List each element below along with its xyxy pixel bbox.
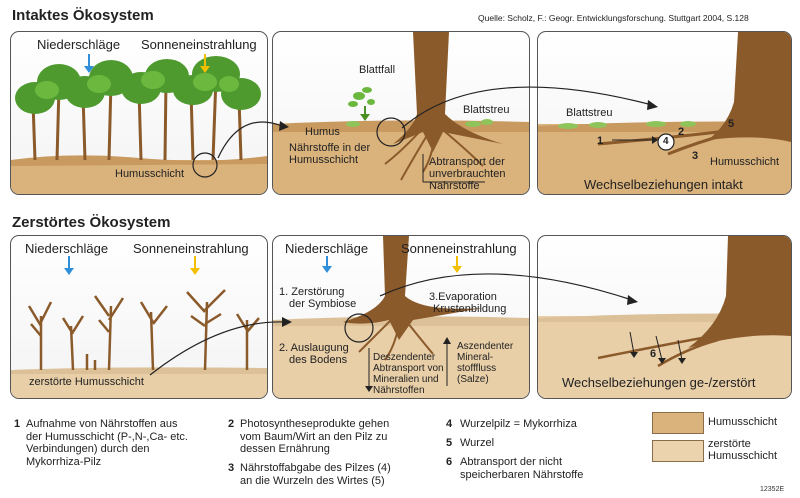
legend-item-2: Photosyntheseprodukte gehen vom Baum/Wir… xyxy=(240,418,389,456)
label-step3-a: 3.Evaporation xyxy=(429,291,497,303)
title-destroyed: Zerstörtes Ökosystem xyxy=(12,214,171,231)
destroyed-roots-illustration xyxy=(538,236,791,398)
legend-1-line-1: Aufnahme von Nährstoffen aus xyxy=(26,418,178,430)
label-step2-b: des Bodens xyxy=(289,354,348,366)
panel-destroyed-forest: Niederschläge Sonneneinstrahlung zerstör… xyxy=(10,235,268,399)
label-desc-3: Mineralien und xyxy=(373,374,439,385)
legend-3-line-1: Nährstoffabgabe des Pilzes (4) xyxy=(240,462,391,474)
marker-1: 1 xyxy=(597,135,604,147)
label-transport-3: Nährstoffe xyxy=(429,180,480,192)
title-intact: Intaktes Ökosystem xyxy=(12,7,154,24)
legend-2-line-1: Photosyntheseprodukte gehen xyxy=(240,418,390,430)
legend-1-line-4: Mykorrhiza-Pilz xyxy=(26,455,102,468)
legend-num-1: 1 xyxy=(14,418,21,430)
legend-2-line-2: vom Baum/Wirt an den Pilz zu xyxy=(240,430,388,443)
destroyed-tree-illustration xyxy=(273,236,529,398)
intact-roots-illustration xyxy=(538,32,791,194)
legend-num-3: 3 xyxy=(228,462,235,474)
panel-destroyed-roots: 6 Wechselbeziehungen ge-/zerstört xyxy=(537,235,792,399)
legend-1-line-3: Verbindungen) durch den xyxy=(26,443,150,455)
intact-forest-illustration xyxy=(11,54,267,194)
label-transport-1: Abtransport der xyxy=(429,156,505,168)
legend-item-3: Nährstoffabgabe des Pilzes (4) an die Wu… xyxy=(240,462,391,487)
panel-intact-roots: Blattstreu 1 2 3 4 5 Humusschicht Wechse… xyxy=(537,31,792,195)
label-sunlight: Sonneneinstrahlung xyxy=(141,37,257,52)
label-destroyed-humus: zerstörte Humusschicht xyxy=(29,376,144,388)
legend-num-5: 5 xyxy=(446,437,453,449)
label-precipitation: Niederschläge xyxy=(37,37,121,52)
label-humus: Humus xyxy=(305,126,340,138)
legend-item-6: Abtransport der nicht speicherbaren Nähr… xyxy=(460,456,583,481)
marker-3: 3 xyxy=(692,150,699,162)
label-asc-4: (Salze) xyxy=(457,374,489,385)
label-desc-4: Nährstoffen xyxy=(373,385,425,396)
label-asc-2: Mineral- xyxy=(457,352,494,363)
label-nutrients-2: Humusschicht xyxy=(289,154,359,166)
label-sunlight-d: Sonneneinstrahlung xyxy=(133,241,249,256)
legend-6-line-1: Abtransport der nicht xyxy=(460,456,563,468)
label-sunlight-d2: Sonneneinstrahlung xyxy=(401,241,517,256)
label-step2-a: 2. Auslaugung xyxy=(279,342,349,354)
legend-num-2: 2 xyxy=(228,418,235,430)
legend-num-6: 6 xyxy=(446,456,453,468)
label-desc-1: Deszendenter xyxy=(373,352,436,363)
legend-item-5: Wurzel xyxy=(460,437,494,450)
panel-intact-tree: Blattfall Blattstreu Humus Nährstoffe in… xyxy=(272,31,530,195)
label-humus-layer: Humusschicht xyxy=(115,168,185,180)
label-leaffall: Blattfall xyxy=(359,64,396,76)
label-desc-2: Abtransport von xyxy=(373,363,444,374)
legend-1-line-2: der Humusschicht (P-,N-,Ca- etc. xyxy=(26,430,188,443)
marker-5: 5 xyxy=(728,118,735,130)
label-step1-a: 1. Zerstörung xyxy=(279,286,345,298)
label-transport-2: unverbrauchten xyxy=(429,168,506,180)
label-step1-b: der Symbiose xyxy=(289,298,357,310)
legend-4-line-1: Wurzelpilz = Mykorrhiza xyxy=(460,418,577,430)
marker-6: 6 xyxy=(650,348,657,360)
swatch-humus xyxy=(652,412,704,434)
label-precipitation-d2: Niederschläge xyxy=(285,241,369,256)
label-step3-b: Krustenbildung xyxy=(433,303,507,315)
status-intact: Wechselbeziehungen intakt xyxy=(584,177,743,192)
legend-5-line-1: Wurzel xyxy=(460,437,495,449)
source-note: Quelle: Scholz, F.: Geogr. Entwicklungsf… xyxy=(478,13,749,23)
label-nutrients-1: Nährstoffe in der xyxy=(289,142,371,154)
legend-6-line-2: speicherbaren Nährstoffe xyxy=(460,468,584,481)
panel-destroyed-tree: Niederschläge Sonneneinstrahlung 1. Zers… xyxy=(272,235,530,399)
legend-item-4: Wurzelpilz = Mykorrhiza xyxy=(460,418,577,431)
label-litter: Blattstreu xyxy=(463,104,510,116)
legend-num-4: 4 xyxy=(446,418,453,430)
legend-item-1: Aufnahme von Nährstoffen aus der Humussc… xyxy=(26,418,188,468)
swatch-destroyed-humus xyxy=(652,440,704,462)
legend-2-line-3: dessen Ernährung xyxy=(240,443,330,455)
figure-code: 12352E xyxy=(760,486,785,493)
legend-swatch-humus: Humusschicht xyxy=(708,416,778,428)
status-destroyed: Wechselbeziehungen ge-/zerstört xyxy=(562,375,756,390)
legend-3-line-2: an die Wurzeln des Wirtes (5) xyxy=(240,474,385,487)
label-precipitation-d: Niederschläge xyxy=(25,241,109,256)
panel-intact-forest: Niederschläge Sonneneinstrahlung Humussc… xyxy=(10,31,268,195)
label-litter-3: Blattstreu xyxy=(566,107,613,119)
legend-swatch-destroyed-1: zerstörte xyxy=(708,438,751,450)
destroyed-forest-illustration xyxy=(11,256,267,398)
label-humus-3: Humusschicht xyxy=(710,156,780,168)
label-asc-1: Aszendenter xyxy=(457,341,514,352)
marker-2: 2 xyxy=(678,126,685,138)
marker-4: 4 xyxy=(663,136,669,147)
legend-swatch-destroyed-2: Humusschicht xyxy=(708,450,778,462)
label-asc-3: stofffluss xyxy=(457,363,497,374)
